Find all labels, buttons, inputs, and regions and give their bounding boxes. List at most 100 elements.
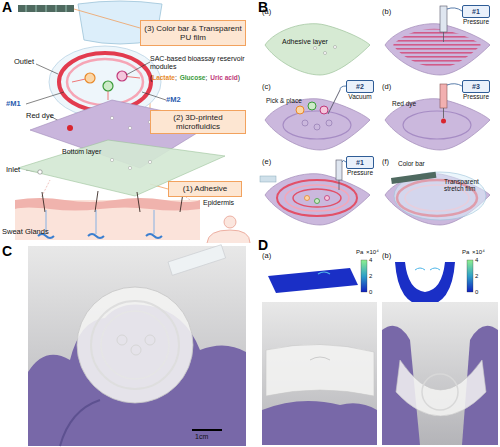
assembled-layer — [293, 189, 341, 207]
syringe — [443, 32, 444, 42]
color-bar-strip — [56, 5, 57, 12]
figure-label: (f) — [382, 158, 389, 166]
bend-photo — [396, 360, 486, 416]
fea-stress-map — [361, 260, 367, 292]
device-photo — [101, 311, 169, 379]
figure-label: SAC-based bioassay reservoir modules — [150, 55, 246, 70]
fea-stress-map — [268, 268, 358, 293]
stretch-photo — [266, 344, 374, 396]
figure-label: Adhesive layer — [282, 38, 328, 46]
reservoir-module — [308, 102, 316, 110]
device-photo — [28, 246, 246, 446]
film-piece — [260, 176, 276, 182]
film-piece — [260, 160, 346, 190]
figure-label: (a) — [262, 8, 271, 16]
color-bar-strip — [18, 5, 74, 12]
skin-section — [38, 234, 162, 238]
callout-box: (3) Color bar & Transparent PU film — [140, 20, 246, 46]
device-photo — [77, 287, 193, 403]
assembled-layer — [315, 199, 320, 204]
printed-layer — [385, 24, 490, 75]
figure-label: (b) — [382, 252, 391, 260]
figure-label: (d) — [382, 83, 391, 91]
adhesive-layer — [38, 170, 42, 174]
figure-label: 2 — [475, 273, 478, 280]
adhesive-layer — [148, 160, 151, 163]
fea-stress-map — [318, 272, 330, 274]
figure-label: ; — [175, 74, 177, 81]
pump-device: #1Pressure — [346, 156, 374, 169]
adhesive-layer — [110, 158, 113, 161]
syringe — [447, 8, 462, 11]
node-text: (1) Adhesive — [183, 184, 227, 193]
figure-label: Bottom layer — [62, 148, 101, 156]
skin-section — [46, 210, 154, 234]
fea-stress-map — [395, 262, 455, 306]
film-piece — [339, 180, 340, 190]
finished-patch — [391, 172, 436, 184]
figure-label: Glucose — [180, 74, 206, 81]
dye-syringe — [440, 84, 462, 124]
printed-layer — [326, 120, 332, 126]
bend-photo — [382, 302, 498, 445]
node-text: (3) Color bar & Transparent PU film — [144, 24, 242, 42]
syringe — [440, 6, 462, 42]
body-silhouette — [207, 230, 250, 243]
panel-letter: A — [2, 0, 12, 15]
figure-label: ×10⁴ — [472, 249, 485, 256]
microfluidic-ring-layer — [72, 76, 140, 100]
node-text: #1 — [472, 8, 480, 15]
callout-box: (1) Adhesive — [168, 181, 242, 197]
figure-label: 4 — [369, 257, 372, 264]
figure-label: Epidermis — [203, 199, 234, 207]
figure-label: (b) — [382, 8, 391, 16]
device-photo — [145, 335, 155, 345]
pump-device: #1Pressure — [462, 5, 490, 18]
node-caption: Pressure — [463, 18, 489, 25]
device-photo — [91, 301, 179, 389]
adhesive-layer — [128, 166, 131, 169]
node-text: (2) 3D-printed microfluidics — [154, 113, 242, 131]
dye-syringe — [443, 108, 444, 118]
assembled-layer — [265, 174, 370, 225]
microfluidic-ring-layer — [85, 73, 95, 83]
color-bar-strip — [26, 5, 27, 12]
figure-label: Lactate — [152, 74, 175, 81]
fea-stress-map — [268, 260, 473, 306]
figure-label: ) — [238, 74, 240, 81]
node-text: #1 — [356, 159, 364, 166]
figure-label: Transparent stretch film — [444, 178, 498, 192]
bend-photo — [382, 302, 498, 445]
device-photo — [28, 245, 246, 446]
figure-label: #M2 — [166, 96, 181, 104]
magnify-line — [40, 180, 50, 200]
assembled-layer — [325, 196, 330, 201]
figure-label: ×10⁴ — [366, 249, 379, 256]
pump-device: #2Vacuum — [346, 80, 374, 93]
node-caption: Pressure — [463, 93, 489, 100]
fea-stress-map — [467, 260, 473, 292]
figure-label: Red dye — [392, 100, 416, 107]
microfluidic-ring-layer — [67, 59, 143, 105]
device-photo — [168, 245, 226, 276]
scale-bar — [192, 429, 222, 431]
adhesive-layer — [265, 24, 370, 75]
adhesive-layer — [334, 46, 337, 49]
printed-layer — [385, 24, 490, 75]
printed-layer — [385, 99, 490, 150]
reservoir-module — [328, 90, 340, 114]
adhesive-layer — [324, 52, 327, 55]
dye-syringe — [440, 84, 447, 108]
film-piece — [336, 160, 342, 180]
reservoir-module — [296, 86, 346, 114]
printed-layer — [265, 99, 370, 150]
pointer-line — [142, 92, 166, 100]
pump-device: #3Pressure — [462, 80, 490, 93]
stretch-photo — [262, 401, 377, 445]
bottom-layer — [67, 125, 73, 131]
figure-label: ( — [150, 74, 152, 81]
microfluidic-ring-layer — [117, 71, 127, 81]
color-bar-strip — [18, 5, 74, 12]
